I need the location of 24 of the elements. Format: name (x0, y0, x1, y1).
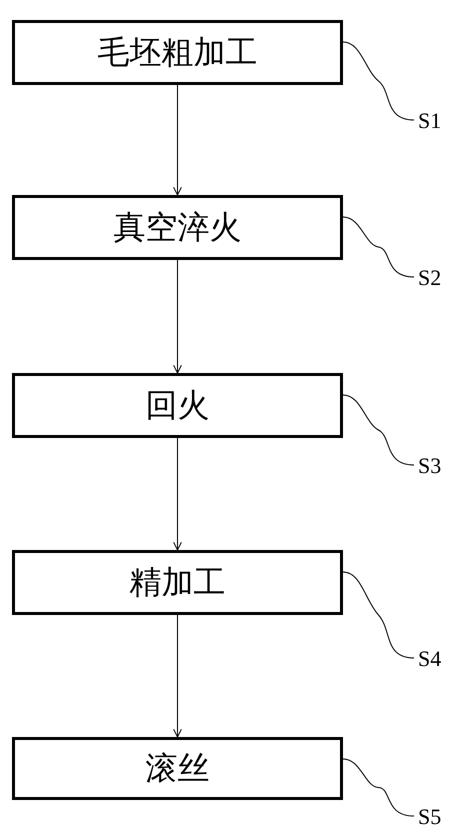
step-number: S1 (418, 110, 442, 132)
process-box (12, 195, 343, 260)
process-box (12, 737, 343, 800)
process-box (12, 550, 343, 615)
step-number: S2 (418, 267, 442, 289)
process-box (12, 373, 343, 438)
leader-line (342, 394, 414, 466)
process-box (12, 20, 343, 85)
leader-line (342, 42, 414, 120)
step-number: S5 (418, 806, 442, 828)
arrow (173, 438, 182, 550)
arrow (173, 260, 182, 374)
step-label: 真空淬火 (114, 206, 242, 248)
leader-line (342, 216, 414, 278)
step-label: 回火 (146, 384, 210, 426)
arrow (173, 84, 182, 196)
leader-line (342, 758, 414, 816)
step-number: S4 (418, 648, 442, 670)
leader-line (342, 572, 414, 658)
step-label: 毛坯粗加工 (98, 32, 258, 72)
step-label: 精加工 (130, 562, 226, 602)
step-number: S3 (418, 455, 442, 477)
step-label: 滚丝 (146, 748, 210, 788)
arrow (173, 614, 182, 738)
